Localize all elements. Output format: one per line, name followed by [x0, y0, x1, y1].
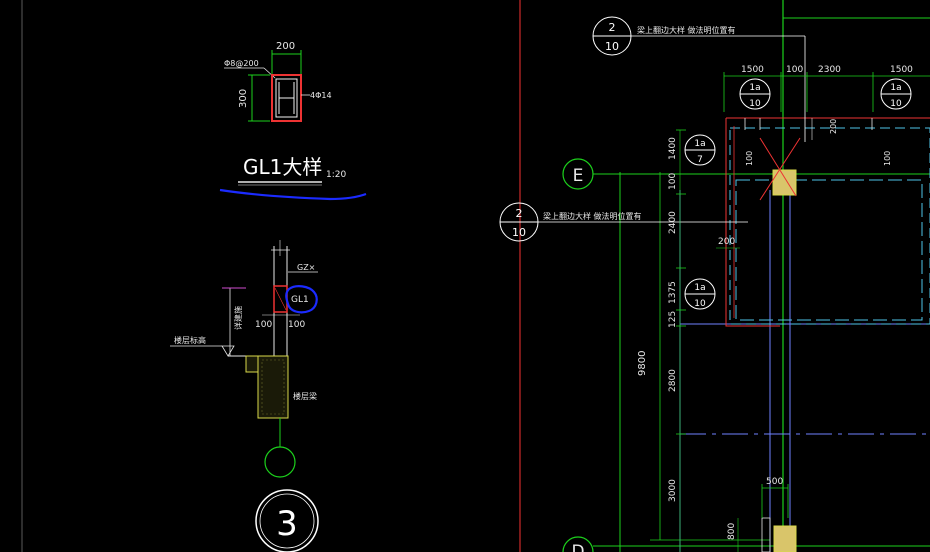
dim-500: 500	[766, 477, 783, 487]
gl1-height-dim: 300	[238, 89, 249, 108]
dim-top-2: 2300	[818, 65, 841, 75]
dim-v-2: 2400	[668, 211, 678, 234]
section-number-circle	[255, 489, 319, 552]
ref-1a-side-num: 1a	[694, 139, 705, 149]
gl1-title: GL1大样	[243, 155, 322, 179]
hand-circle	[285, 285, 318, 314]
gl1-label: GL1	[291, 295, 309, 305]
axis-bubble-blank	[264, 446, 296, 478]
gl1-rebar-label: 4Φ14	[310, 91, 332, 100]
gz-label: GZ×	[297, 263, 315, 272]
ref-1a-top-right-sheet: 10	[890, 99, 902, 109]
plan-view: E D 2 10 梁上翻边大样 做法明位置有 2 10 梁上翻边大样 做法明位置…	[499, 0, 930, 552]
axis-bubble-e	[562, 158, 594, 190]
axis-d-label: D	[571, 542, 584, 552]
dim-200-top: 200	[829, 119, 838, 134]
ref-1a-top-left-num: 1a	[749, 83, 760, 93]
callout-mid-note: 梁上翻边大样 做法明位置有	[543, 211, 642, 221]
gl1-scale: 1:20	[326, 170, 346, 180]
section-3-detail: GZ× GL1 100 100 详建施 楼层标高 楼层梁 3	[170, 240, 319, 552]
ref-1a-top-left-sheet: 10	[749, 99, 761, 109]
ref-1a-top-right-num: 1a	[890, 83, 901, 93]
dim-right-100: 100	[288, 320, 305, 330]
callout-mid-sheet: 10	[512, 226, 526, 239]
gl1-stirrup	[275, 78, 298, 118]
axis-bubble-d	[562, 536, 594, 552]
dim-top-3: 1500	[890, 65, 913, 75]
dim-v-0: 1400	[668, 137, 678, 160]
gl1-stirrup-label: Φ8@200	[224, 59, 259, 68]
callout-top-num: 2	[609, 21, 616, 34]
dim-v-5: 2800	[668, 369, 678, 392]
dim-left-100: 100	[255, 320, 272, 330]
dim-top-1: 100	[786, 65, 803, 75]
dim-100-a: 100	[745, 151, 754, 166]
dim-total: 9800	[637, 351, 648, 376]
callout-mid-num: 2	[516, 207, 523, 220]
dim-top-0: 1500	[741, 65, 764, 75]
callout-top-note: 梁上翻边大样 做法明位置有	[637, 25, 736, 35]
height-label: 详建施	[233, 306, 243, 330]
dim-v-1: 100	[668, 173, 678, 190]
dim-100-b: 100	[883, 151, 892, 166]
dim-200-mid: 200	[718, 237, 735, 247]
axis-e-label: E	[573, 166, 584, 186]
dim-v-4: 125	[668, 311, 678, 328]
section-number: 3	[276, 504, 298, 544]
hand-underline	[219, 188, 367, 201]
floor-elevation-label: 楼层标高	[174, 335, 206, 345]
gl1-detail: 200 300 Φ8@200 4Φ14 GL1大样 1:20	[219, 41, 367, 201]
gl1-width-dim: 200	[276, 41, 295, 52]
dim-v-3: 1375	[668, 281, 678, 304]
ref-1a-lower-num: 1a	[694, 283, 705, 293]
floor-beam-label: 楼层梁	[293, 391, 317, 401]
dim-v-7: 800	[727, 523, 737, 540]
gl1-section-outline	[271, 74, 302, 122]
column-marker	[772, 169, 797, 196]
callout-top-sheet: 10	[605, 40, 619, 53]
ref-1a-lower-sheet: 10	[694, 299, 706, 309]
ref-1a-side-sheet: 7	[697, 155, 703, 165]
dim-v-6: 3000	[668, 479, 678, 502]
